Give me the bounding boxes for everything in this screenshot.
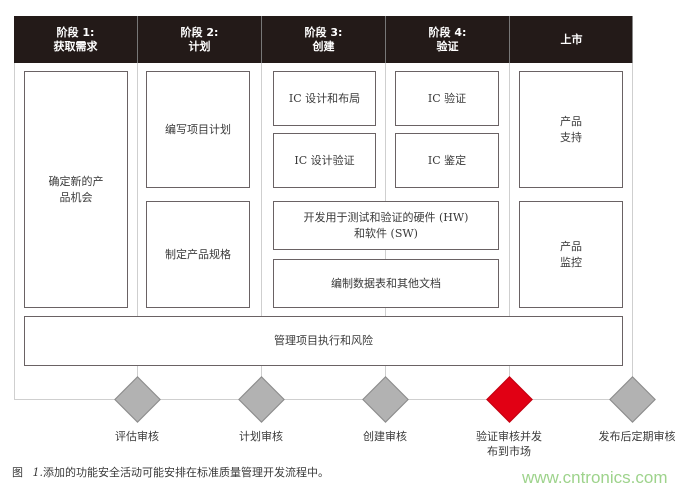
gate-label-verification-release: 验证审核并发 布到市场 xyxy=(459,429,559,459)
box-text: 产品 xyxy=(560,239,582,253)
caption-text: 添加的功能安全活动可能安排在标准质量管理开发流程中。 xyxy=(43,466,329,479)
box-text: 产品 xyxy=(560,114,582,128)
box-text: 管理项目执行和风险 xyxy=(274,334,373,347)
box-define-spec: 制定产品规格 xyxy=(146,201,250,308)
gate-label-text: 验证审核并发 xyxy=(476,430,542,443)
box-text: 监控 xyxy=(560,255,582,269)
box-product-monitor: 产品 监控 xyxy=(519,201,623,308)
gate-label-planning: 计划审核 xyxy=(221,429,301,444)
gate-label-post-release: 发布后定期审核 xyxy=(582,429,692,444)
timeline-baseline xyxy=(14,399,633,400)
box-ic-design-verify: IC 设计验证 xyxy=(273,133,376,188)
phase-subtitle: 获取需求 xyxy=(53,39,98,53)
phase-title: 阶段 3: xyxy=(304,25,343,39)
phase-title: 上市 xyxy=(560,32,583,46)
column-divider xyxy=(509,63,510,399)
box-ic-qualify: IC 鉴定 xyxy=(395,133,499,188)
gate-label-text: 评估审核 xyxy=(115,430,159,443)
box-ic-verify: IC 验证 xyxy=(395,71,499,126)
box-text: 编制数据表和其他文档 xyxy=(331,276,441,290)
gate-label-text: 布到市场 xyxy=(487,445,531,458)
box-text: 开发用于测试和验证的硬件 (HW) xyxy=(303,210,469,224)
gate-label-text: 创建审核 xyxy=(363,430,407,443)
gate-label-assessment: 评估审核 xyxy=(97,429,177,444)
box-develop-hw-sw: 开发用于测试和验证的硬件 (HW) 和软件 (SW) xyxy=(273,201,499,250)
column-divider xyxy=(261,63,262,399)
phase-header-bar xyxy=(14,16,633,63)
box-text: 确定新的产 xyxy=(48,174,104,188)
box-ic-design-layout: IC 设计和布局 xyxy=(273,71,376,126)
phase-header-1: 阶段 1: 获取需求 xyxy=(14,16,137,63)
box-text: 制定产品规格 xyxy=(165,247,231,261)
box-text: IC 验证 xyxy=(427,91,467,105)
caption-number: 1. xyxy=(32,466,44,479)
box-text: IC 鉴定 xyxy=(427,153,467,167)
column-divider xyxy=(137,63,138,399)
phase-title: 阶段 1: xyxy=(56,25,95,39)
phase-subtitle: 验证 xyxy=(436,39,459,53)
phase-title: 阶段 4: xyxy=(428,25,467,39)
box-text: 和软件 (SW) xyxy=(354,226,418,240)
phase-title: 阶段 2: xyxy=(180,25,219,39)
box-text: 支持 xyxy=(560,130,582,144)
box-manage-project: 管理项目执行和风险 xyxy=(24,316,623,366)
phase-subtitle: 计划 xyxy=(188,39,211,53)
box-text: 品机会 xyxy=(59,190,93,204)
phase-header-4: 阶段 4: 验证 xyxy=(385,16,509,63)
gate-label-creation: 创建审核 xyxy=(345,429,425,444)
gate-label-text: 计划审核 xyxy=(239,430,283,443)
box-text: 编写项目计划 xyxy=(165,122,231,136)
watermark: www.cntronics.com xyxy=(522,468,667,488)
watermark-text: www.cntronics.com xyxy=(522,468,668,487)
phase-subtitle: 创建 xyxy=(312,39,335,53)
diagram-frame xyxy=(14,16,633,400)
figure-caption: 图 1.添加的功能安全活动可能安排在标准质量管理开发流程中。 xyxy=(12,464,492,480)
box-text: IC 设计和布局 xyxy=(288,91,361,105)
gate-label-text: 发布后定期审核 xyxy=(598,430,676,443)
caption-prefix: 图 xyxy=(12,466,23,479)
box-product-support: 产品 支持 xyxy=(519,71,623,188)
phase-header-2: 阶段 2: 计划 xyxy=(137,16,261,63)
phase-header-3: 阶段 3: 创建 xyxy=(261,16,385,63)
phase-header-launch: 上市 xyxy=(509,16,633,63)
box-text: IC 设计验证 xyxy=(294,153,355,167)
box-datasheets: 编制数据表和其他文档 xyxy=(273,259,499,308)
box-write-project-plan: 编写项目计划 xyxy=(146,71,250,188)
box-identify-opportunity: 确定新的产 品机会 xyxy=(24,71,128,308)
